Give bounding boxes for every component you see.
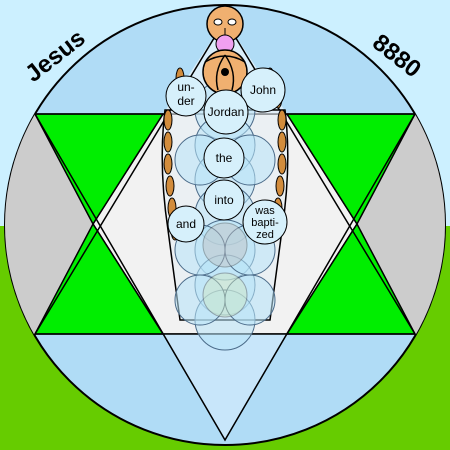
bubble	[224, 274, 276, 326]
left-gray-region	[5, 114, 93, 334]
word-bubble-the	[203, 137, 245, 179]
word-baptized-1: bapti-	[251, 217, 279, 229]
faded-lower-head	[202, 222, 248, 318]
word-john: John	[250, 83, 276, 97]
bead	[277, 153, 287, 175]
word-bubble-john	[240, 67, 286, 113]
word-and: and	[176, 217, 196, 231]
bead	[275, 175, 285, 197]
top-head	[206, 5, 244, 43]
bead	[165, 175, 175, 197]
word-baptized-2: zed	[256, 229, 274, 241]
bead	[163, 131, 173, 153]
bead	[163, 109, 173, 131]
right-gray-region	[357, 114, 445, 334]
word-into: into	[214, 193, 234, 207]
word-jordan: Jordan	[208, 105, 245, 119]
bead	[277, 109, 287, 131]
word-the: the	[216, 151, 233, 165]
word-bubble-into	[203, 179, 245, 221]
word-under-2: der	[177, 94, 194, 108]
main-head	[202, 49, 248, 95]
bead	[163, 153, 173, 175]
word-was: was	[254, 205, 275, 217]
word-bubble-jordan	[203, 89, 249, 135]
word-bubble-under	[165, 75, 207, 117]
bead	[277, 131, 287, 153]
word-bubble-and	[167, 205, 205, 243]
word-under-1: un-	[177, 80, 194, 94]
word-bubbles	[165, 67, 288, 245]
word-bubble-was-baptized	[242, 199, 288, 245]
